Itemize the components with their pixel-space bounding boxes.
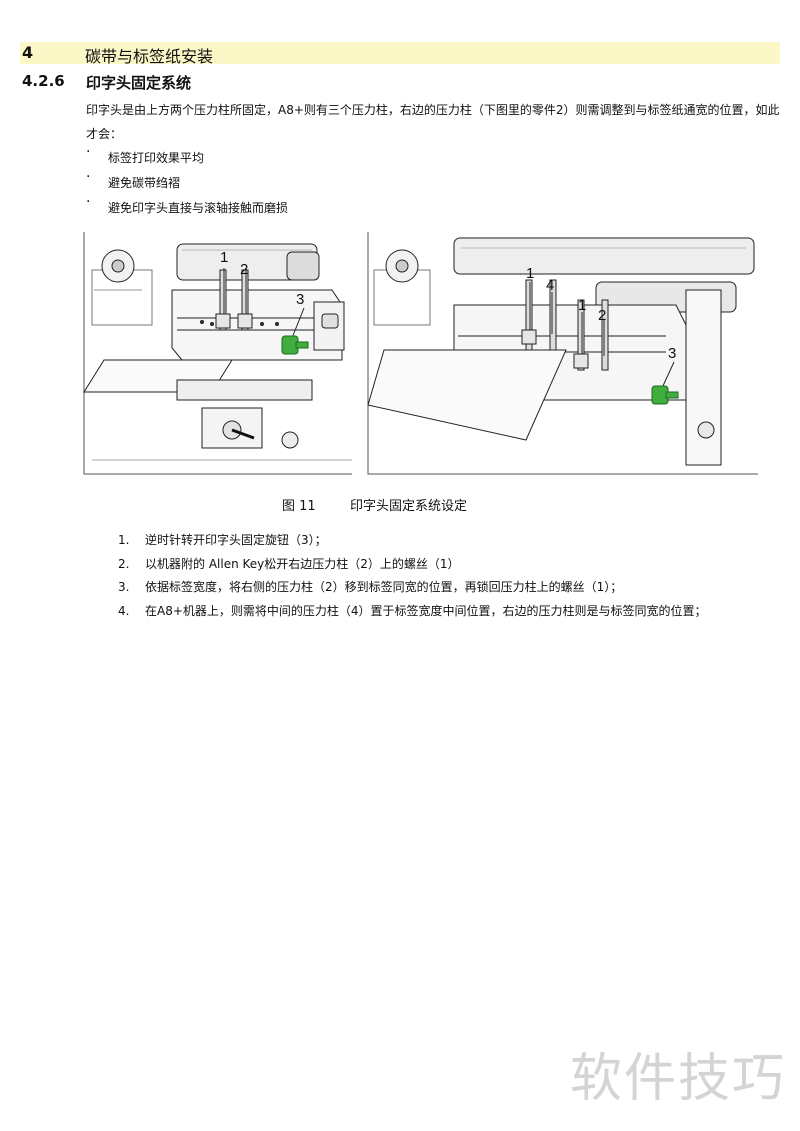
step-text: 依据标签宽度，将右侧的压力柱（2）移到标签同宽的位置，再锁回压力柱上的螺丝（1）…: [145, 580, 623, 594]
step-text: 逆时针转开印字头固定旋钮（3）；: [145, 533, 327, 547]
step-number: 2.: [118, 556, 130, 571]
callout-label: 1: [220, 249, 228, 266]
step-item: 4. 在A8+机器上，则需将中间的压力柱（4）置于标签宽度中间位置，右边的压力柱则…: [118, 601, 707, 625]
callout-label: 3: [296, 291, 304, 308]
bullet-list: 标签打印效果平均 避免碳带绉褶 避免印字头直接与滚轴接触而磨损: [86, 140, 288, 221]
callout-label: 2: [598, 307, 606, 324]
step-item: 3. 依据标签宽度，将右侧的压力柱（2）移到标签同宽的位置，再锁回压力柱上的螺丝（…: [118, 577, 707, 601]
bullet-item: 避免印字头直接与滚轴接触而磨损: [86, 190, 288, 221]
step-text: 以机器附的 Allen Key松开右边压力柱（2）上的螺丝（1）: [145, 556, 460, 571]
callout-label: 1: [578, 297, 586, 314]
step-number: 3.: [118, 580, 130, 594]
callout-label: 3: [668, 345, 676, 362]
figure-caption-number: 图 11: [282, 499, 316, 514]
step-item: 1. 逆时针转开印字头固定旋钮（3）；: [118, 530, 707, 554]
step-number: 4.: [118, 603, 130, 618]
section-number: 4.2.6: [22, 72, 65, 90]
intro-paragraph: 印字头是由上方两个压力柱所固定，A8+则有三个压力柱，右边的压力柱（下图里的零件…: [86, 103, 780, 141]
callout-label: 1: [526, 265, 534, 282]
step-list: 1. 逆时针转开印字头固定旋钮（3）； 2. 以机器附的 Allen Key松开右边…: [118, 530, 707, 624]
callout-label: 4: [546, 277, 554, 294]
printhead-diagram-right: 1 4 1 2 3: [367, 232, 758, 475]
section-title: 印字头固定系统: [86, 74, 192, 92]
chapter-title: 碳带与标签纸安装: [85, 47, 214, 66]
chapter-header-bar: [20, 42, 780, 64]
step-number: 1.: [118, 533, 130, 547]
bullet-item: 标签打印效果平均: [86, 140, 288, 171]
watermark: 软件技巧: [570, 1049, 787, 1109]
callout-label: 2: [240, 261, 248, 278]
bullet-item: 避免碳带绉褶: [86, 165, 288, 196]
step-text: 在A8+机器上，则需将中间的压力柱（4）置于标签宽度中间位置，右边的压力柱则是与…: [145, 603, 707, 618]
figure-caption-text: 印字头固定系统设定: [350, 499, 468, 514]
printhead-diagram-left: 1 2 3: [83, 232, 352, 475]
chapter-number: 4: [22, 43, 34, 62]
step-item: 2. 以机器附的 Allen Key松开右边压力柱（2）上的螺丝（1）: [118, 554, 707, 578]
